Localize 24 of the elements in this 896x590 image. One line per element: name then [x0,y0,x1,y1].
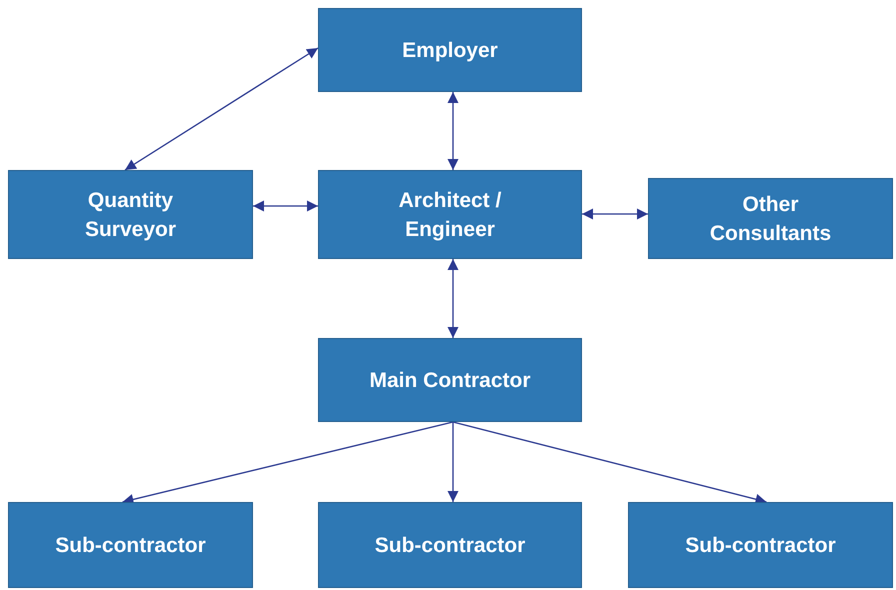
process-box [318,8,582,92]
process-box [628,502,893,588]
process-box [8,502,253,588]
process-box [648,178,893,259]
process-box [318,170,582,259]
box-label: Employer [402,38,498,64]
process-box [318,502,582,588]
process-box [318,338,582,422]
box-label: Main Contractor [369,368,530,394]
box-label: Sub-contractor [374,532,526,558]
arrow [448,92,458,170]
arrow [124,47,318,171]
box-label: Other Consultants [708,192,832,246]
arrow [122,421,454,505]
box-label: Sub-contractor [685,532,836,558]
box-label: Sub-contractor [55,532,206,558]
arrow [582,208,648,220]
box-label: Quantity Surveyor [84,188,178,242]
arrow [452,421,767,505]
process-box [8,170,253,259]
arrow [253,200,318,212]
box-label: Architect / Engineer [398,188,502,242]
arrow [448,422,458,502]
arrow [448,259,458,338]
